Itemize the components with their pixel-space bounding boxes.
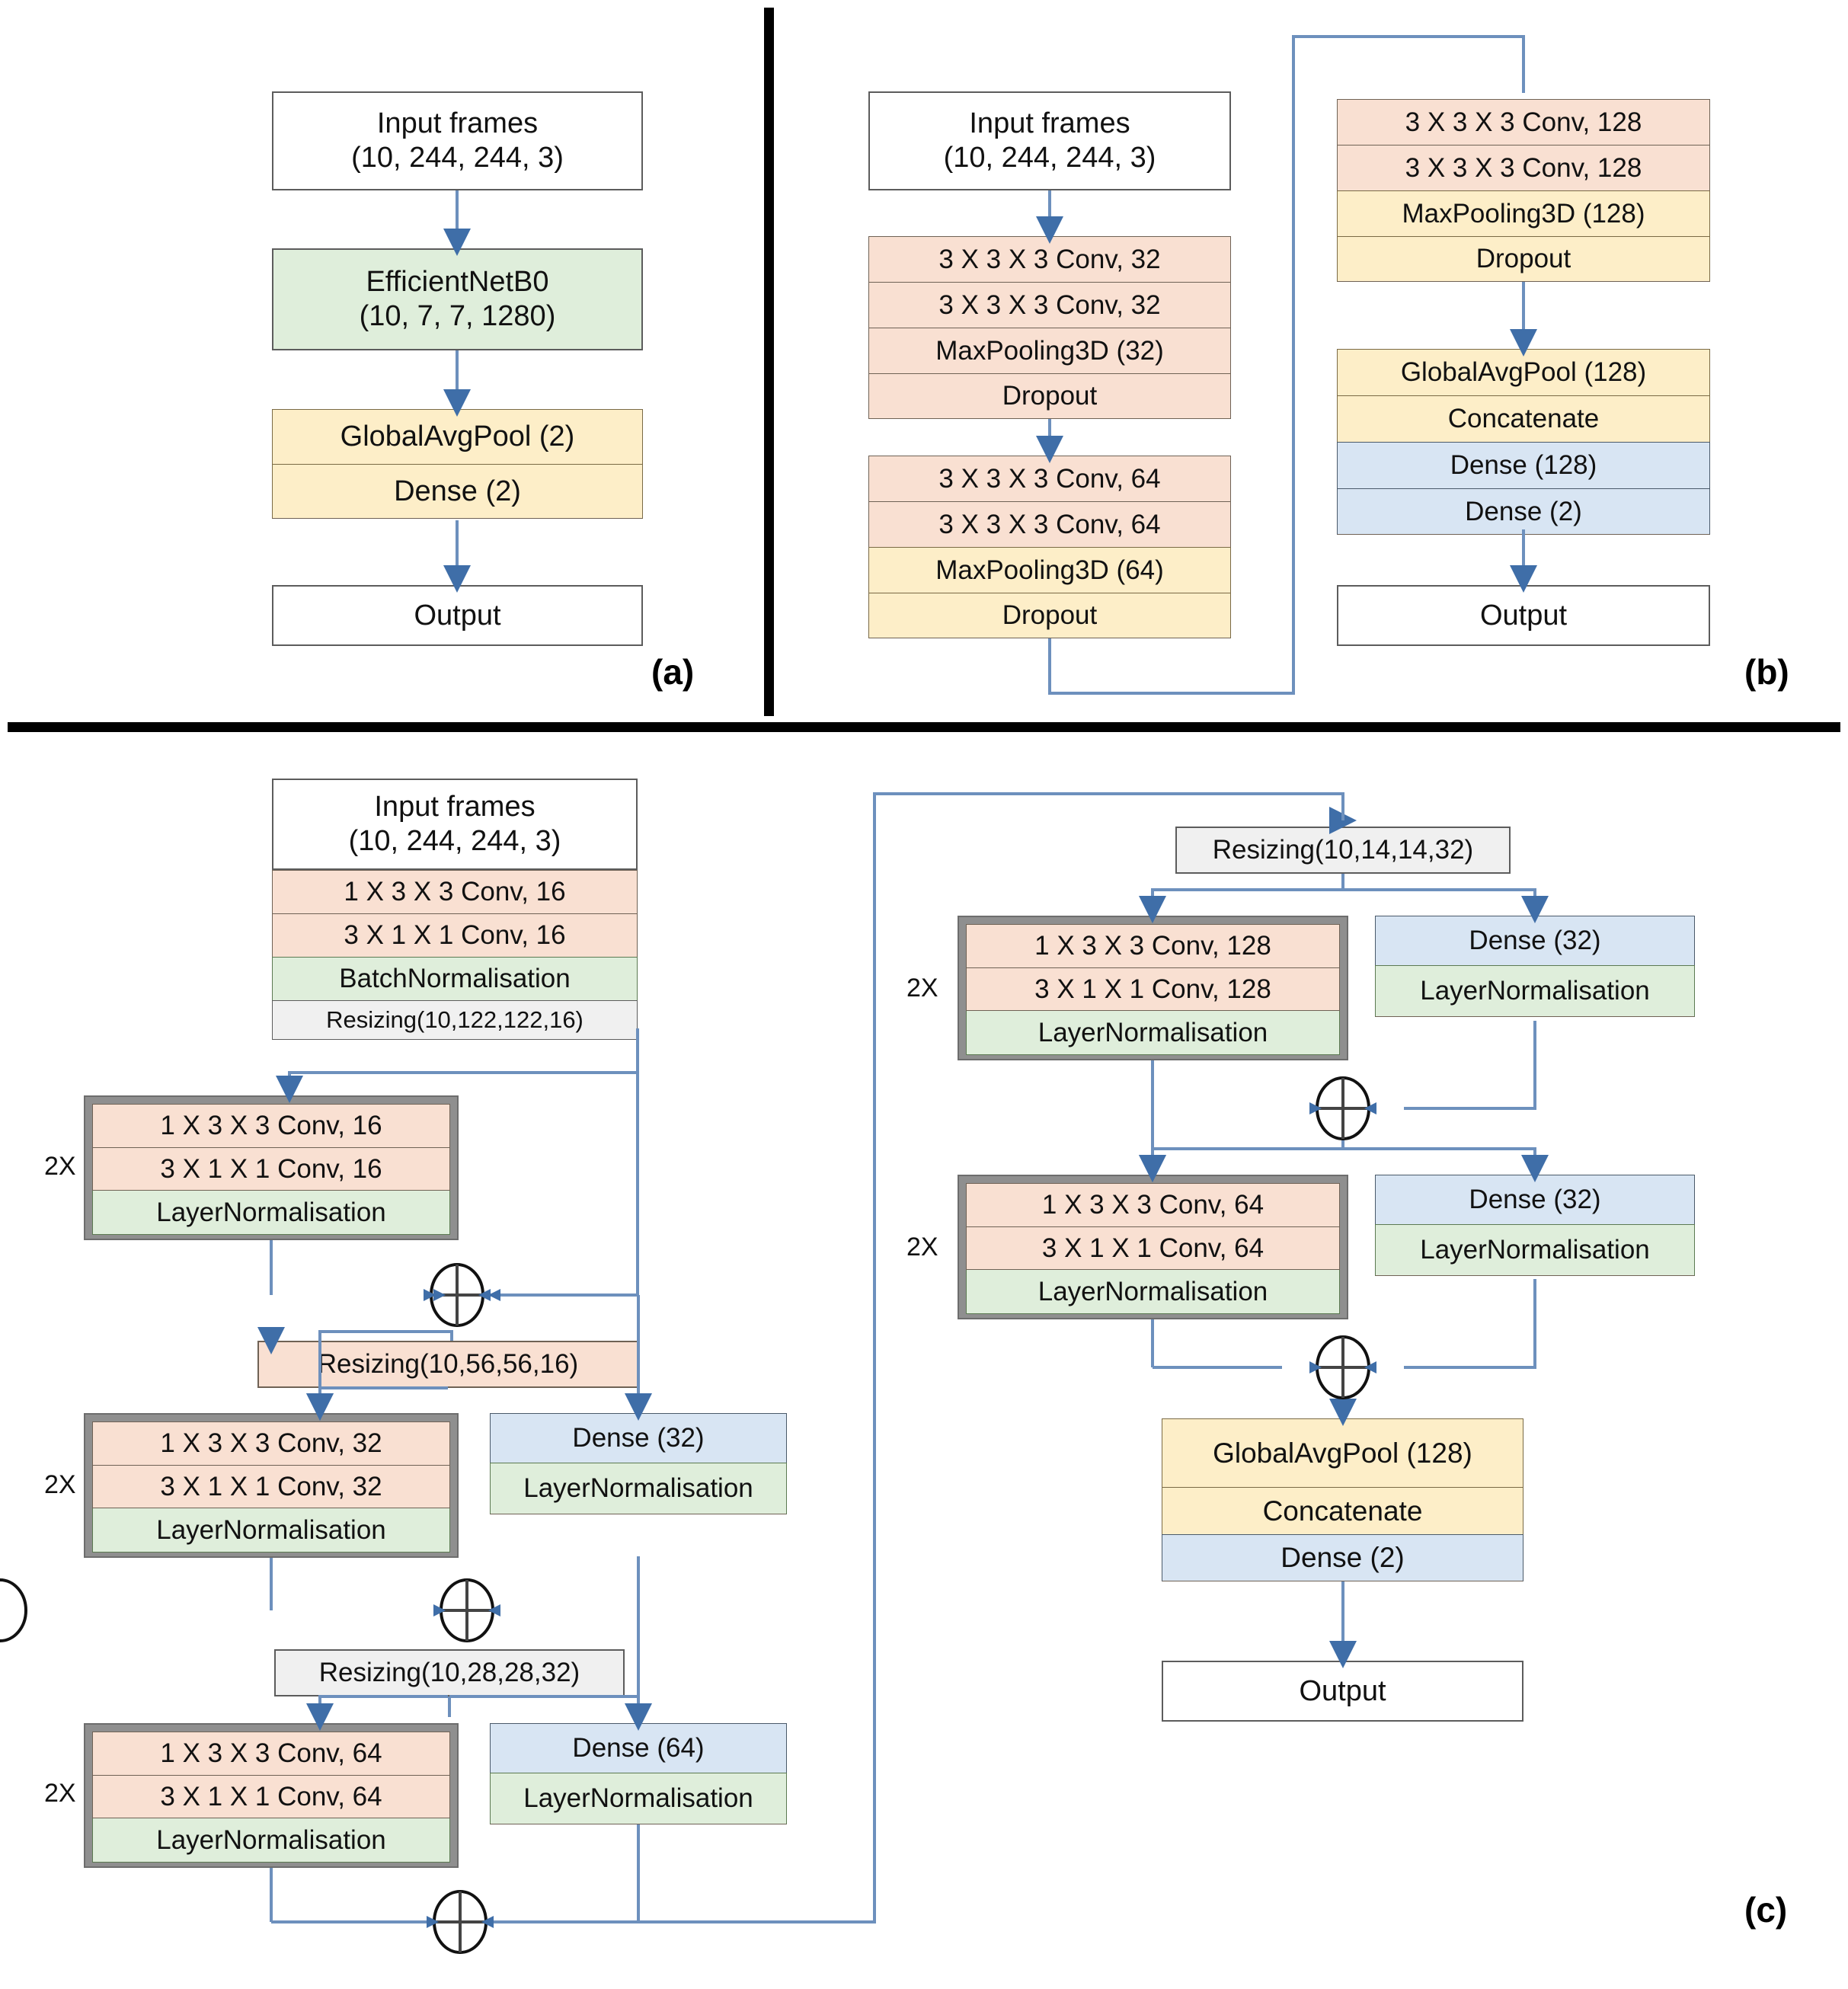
- panel-c-resblock2-multiplier: 2X: [44, 1470, 76, 1499]
- panel-a-caption: (a): [651, 652, 695, 692]
- panel-c-stem-resize-row: Resizing(10,122,122,16): [272, 1000, 638, 1040]
- panel-c-proj4-dense: Dense (32): [1375, 916, 1695, 965]
- panel-b-input-box: Input frames (10, 244, 244, 3): [868, 91, 1231, 190]
- panel-c-head-globalavgpool: GlobalAvgPool (128): [1162, 1418, 1523, 1487]
- panel-c-resize1-box: Resizing(10,56,56,16): [257, 1341, 638, 1388]
- panel-c-head-concatenate: Concatenate: [1162, 1487, 1523, 1534]
- panel-a-output-box: Output: [272, 585, 643, 646]
- panel-c-head-dense: Dense (2): [1162, 1534, 1523, 1581]
- panel-c-resize2-box: Resizing(10,28,28,32): [274, 1649, 625, 1696]
- panel-c-proj3-dense: Dense (64): [490, 1723, 787, 1773]
- panel-c-resblock5-group: 1 X 3 X 3 Conv, 64 3 X 1 X 1 Conv, 64 La…: [958, 1175, 1348, 1319]
- panel-b-block2-stack: 3 X 3 X 3 Conv, 64 3 X 3 X 3 Conv, 64 Ma…: [868, 456, 1231, 638]
- panel-c-proj2-dense: Dense (32): [490, 1413, 787, 1463]
- panel-b-head-row-3: Dense (2): [1337, 488, 1710, 535]
- panel-c-resblock3-row-0: 1 X 3 X 3 Conv, 64: [92, 1732, 450, 1775]
- panel-divider-horizontal: [8, 722, 1840, 732]
- panel-c-proj5-layernorm: LayerNormalisation: [1375, 1224, 1695, 1276]
- panel-c-resblock4-group: 1 X 3 X 3 Conv, 128 3 X 1 X 1 Conv, 128 …: [958, 916, 1348, 1060]
- panel-b-block3-row-1: 3 X 3 X 3 Conv, 128: [1337, 145, 1710, 190]
- panel-c-proj5-stack: Dense (32) LayerNormalisation: [1375, 1175, 1695, 1276]
- panel-c-stem-row-2: BatchNormalisation: [272, 957, 638, 1000]
- panel-divider-vertical: [764, 8, 774, 716]
- panel-b-block2-row-0: 3 X 3 X 3 Conv, 64: [868, 456, 1231, 501]
- panel-c-resblock3-row-1: 3 X 1 X 1 Conv, 64: [92, 1775, 450, 1818]
- panel-c-resblock1-row-0: 1 X 3 X 3 Conv, 16: [92, 1104, 450, 1147]
- panel-b-block1-row-1: 3 X 3 X 3 Conv, 32: [868, 282, 1231, 328]
- panel-c-resblock5-row-0: 1 X 3 X 3 Conv, 64: [966, 1183, 1340, 1226]
- panel-c-input-box: Input frames (10, 244, 244, 3): [272, 779, 638, 870]
- panel-c-proj2-layernorm: LayerNormalisation: [490, 1463, 787, 1514]
- panel-b-block3-stack: 3 X 3 X 3 Conv, 128 3 X 3 X 3 Conv, 128 …: [1337, 99, 1710, 282]
- panel-b-block1-row-2: MaxPooling3D (32): [868, 328, 1231, 373]
- panel-b-head-row-2: Dense (128): [1337, 442, 1710, 488]
- panel-b-block2-row-1: 3 X 3 X 3 Conv, 64: [868, 501, 1231, 547]
- panel-c-resblock4-multiplier: 2X: [906, 974, 938, 1002]
- panel-a-head-stack: GlobalAvgPool (2) Dense (2): [272, 409, 643, 519]
- panel-b-block3-row-3: Dropout: [1337, 236, 1710, 282]
- panel-c-resblock3-multiplier: 2X: [44, 1779, 76, 1808]
- panel-a-efficientnet-box: EfficientNetB0 (10, 7, 7, 1280): [272, 248, 643, 350]
- panel-c-resblock3-row-2: LayerNormalisation: [92, 1818, 450, 1863]
- panel-b-output-box: Output: [1337, 585, 1710, 646]
- panel-b-block3-row-2: MaxPooling3D (128): [1337, 190, 1710, 236]
- panel-c-resblock2-row-2: LayerNormalisation: [92, 1508, 450, 1553]
- panel-b-block1-stack: 3 X 3 X 3 Conv, 32 3 X 3 X 3 Conv, 32 Ma…: [868, 236, 1231, 419]
- panel-c-caption: (c): [1744, 1890, 1788, 1930]
- panel-b-head-row-0: GlobalAvgPool (128): [1337, 349, 1710, 395]
- panel-c-resblock5-row-2: LayerNormalisation: [966, 1270, 1340, 1314]
- panel-c-resblock4-row-1: 3 X 1 X 1 Conv, 128: [966, 967, 1340, 1011]
- panel-b-head-stack: GlobalAvgPool (128) Concatenate Dense (1…: [1337, 349, 1710, 535]
- panel-b-caption: (b): [1744, 652, 1789, 692]
- panel-c-stem-stack: 1 X 3 X 3 Conv, 16 3 X 1 X 1 Conv, 16 Ba…: [272, 870, 638, 1040]
- panel-c-resblock1-multiplier: 2X: [44, 1152, 76, 1181]
- panel-b-head-row-1: Concatenate: [1337, 395, 1710, 442]
- panel-c-proj3-layernorm: LayerNormalisation: [490, 1773, 787, 1824]
- panel-b-block2-row-3: Dropout: [868, 593, 1231, 638]
- panel-c-resblock2-group: 1 X 3 X 3 Conv, 32 3 X 1 X 1 Conv, 32 La…: [84, 1413, 459, 1558]
- panel-b-block1-row-0: 3 X 3 X 3 Conv, 32: [868, 236, 1231, 282]
- panel-c-resblock4-row-0: 1 X 3 X 3 Conv, 128: [966, 924, 1340, 967]
- panel-a-input-box: Input frames (10, 244, 244, 3): [272, 91, 643, 190]
- panel-c-stem-row-0: 1 X 3 X 3 Conv, 16: [272, 870, 638, 913]
- panel-c-resblock4-row-2: LayerNormalisation: [966, 1011, 1340, 1055]
- panel-c-output-box: Output: [1162, 1661, 1523, 1722]
- panel-c-proj4-layernorm: LayerNormalisation: [1375, 965, 1695, 1017]
- panel-c-proj3-stack: Dense (64) LayerNormalisation: [490, 1723, 787, 1824]
- panel-c-resblock1-row-2: LayerNormalisation: [92, 1191, 450, 1235]
- panel-c-proj5-dense: Dense (32): [1375, 1175, 1695, 1224]
- panel-b-block2-row-2: MaxPooling3D (64): [868, 547, 1231, 593]
- panel-c-resblock2-row-0: 1 X 3 X 3 Conv, 32: [92, 1421, 450, 1465]
- panel-b-block3-row-0: 3 X 3 X 3 Conv, 128: [1337, 99, 1710, 145]
- panel-a-dense-row: Dense (2): [272, 464, 643, 519]
- panel-b-block1-row-3: Dropout: [868, 373, 1231, 419]
- panel-c-resblock1-row-1: 3 X 1 X 1 Conv, 16: [92, 1147, 450, 1191]
- panel-c-resblock3-group: 1 X 3 X 3 Conv, 64 3 X 1 X 1 Conv, 64 La…: [84, 1723, 459, 1868]
- panel-c-resblock5-multiplier: 2X: [906, 1233, 938, 1262]
- panel-c-proj2-stack: Dense (32) LayerNormalisation: [490, 1413, 787, 1514]
- panel-c-resblock2-row-1: 3 X 1 X 1 Conv, 32: [92, 1465, 450, 1508]
- panel-c-stem-row-1: 3 X 1 X 1 Conv, 16: [272, 913, 638, 957]
- panel-c-head-stack: GlobalAvgPool (128) Concatenate Dense (2…: [1162, 1418, 1523, 1581]
- panel-c-resize3-box: Resizing(10,14,14,32): [1175, 827, 1511, 874]
- panel-c-resblock5-row-1: 3 X 1 X 1 Conv, 64: [966, 1226, 1340, 1270]
- panel-c-resblock1-group: 1 X 3 X 3 Conv, 16 3 X 1 X 1 Conv, 16 La…: [84, 1095, 459, 1240]
- panel-a-globalavgpool-row: GlobalAvgPool (2): [272, 409, 643, 464]
- panel-c-proj4-stack: Dense (32) LayerNormalisation: [1375, 916, 1695, 1017]
